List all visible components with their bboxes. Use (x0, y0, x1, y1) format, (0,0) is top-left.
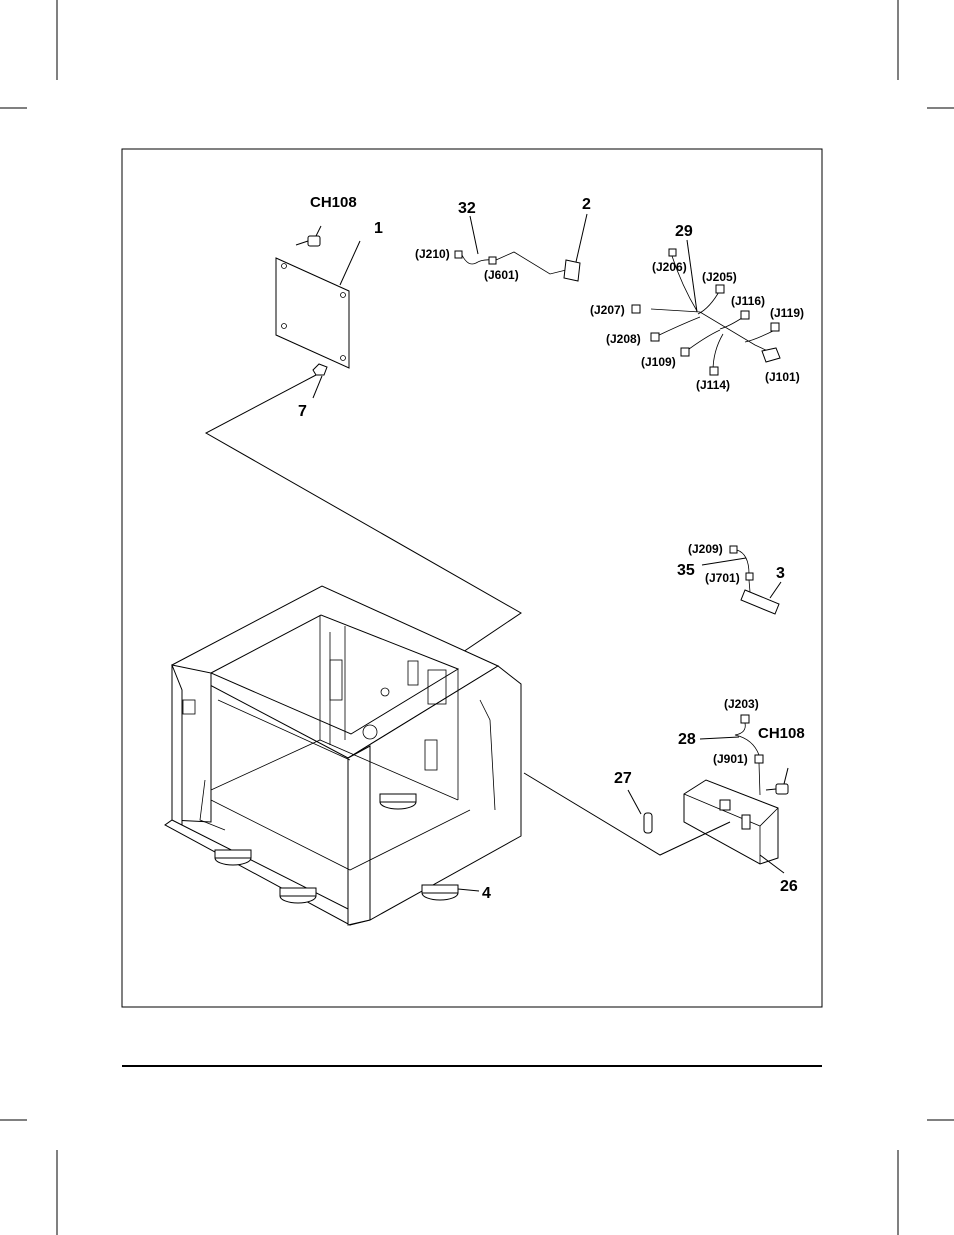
connector-j205-label: (J205) (702, 270, 737, 284)
connector-j601-label: (J601) (484, 268, 519, 282)
connector-j701-label: (J701) (705, 571, 740, 585)
item-26-label: 26 (780, 878, 798, 895)
item-35-label: 35 (677, 562, 695, 579)
figure-frame (121, 148, 823, 1008)
connector-j101-label: (J101) (765, 370, 800, 384)
connector-j209-label: (J209) (688, 542, 723, 556)
harness-35-part (701, 545, 782, 615)
item-28-label: 28 (678, 731, 696, 748)
connector-j206-label: (J206) (652, 260, 687, 274)
connector-j203-label: (J203) (724, 697, 759, 711)
connector-j207-label: (J207) (590, 303, 625, 317)
cover-plate-part (204, 225, 522, 655)
connector-j114-label: (J114) (696, 378, 730, 392)
connector-j210-label: (J210) (415, 247, 450, 261)
item-2-label: 2 (582, 196, 591, 213)
main-frame-part (164, 585, 522, 926)
item-4-label: 4 (482, 885, 491, 902)
bracket-26-part (523, 714, 789, 874)
connector-j901-label: (J901) (713, 752, 748, 766)
connector-j119-label: (J119) (770, 306, 804, 320)
item-7-label: 7 (298, 403, 307, 420)
connector-j109-label: (J109) (641, 355, 676, 369)
connector-j116-label: (J116) (731, 294, 765, 308)
item-1-label: 1 (374, 220, 383, 237)
connector-j208-label: (J208) (606, 332, 641, 346)
ch108-label-top: CH108 (310, 194, 357, 211)
item-32-label: 32 (458, 200, 476, 217)
item-29-label: 29 (675, 223, 693, 240)
harness-32-part (454, 213, 588, 282)
ch108-label-right: CH108 (758, 725, 805, 742)
item-27-label: 27 (614, 770, 632, 787)
harness-29-part (631, 239, 781, 376)
item-3-label: 3 (776, 565, 785, 582)
